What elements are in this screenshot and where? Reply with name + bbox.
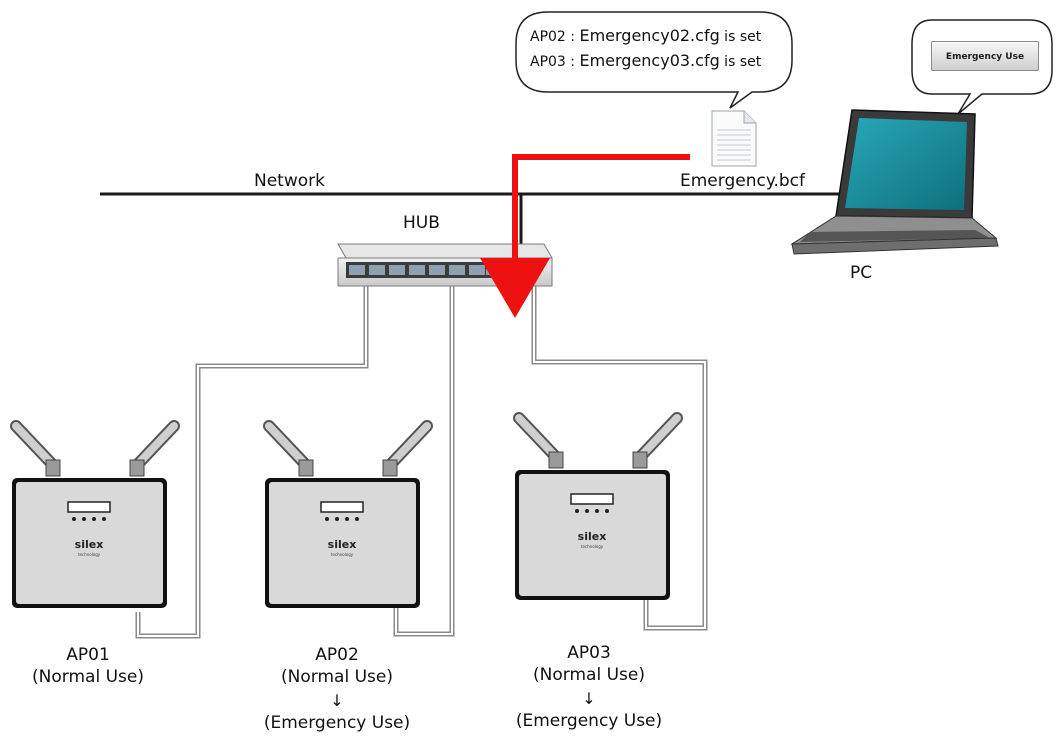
ap02-status: (Normal Use) — [281, 667, 393, 687]
ap03-status: (Normal Use) — [533, 665, 645, 685]
hub-label: HUB — [403, 213, 440, 233]
ap03-down-arrow: ↓ — [582, 689, 596, 708]
emergency-use-button[interactable]: Emergency Use — [931, 41, 1039, 71]
device-brand-sub: technology — [581, 544, 604, 549]
ap02-new-status: (Emergency Use) — [263, 713, 411, 733]
speech-bubble — [515, 11, 793, 109]
network-label: Network — [254, 171, 325, 191]
bubble-line-ap02: AP02 : Emergency02.cfg is set — [530, 26, 762, 45]
red-arrow — [480, 154, 690, 318]
antenna-icon — [632, 412, 683, 469]
antenna-icon — [10, 420, 61, 477]
antenna-icon — [129, 420, 180, 477]
device-brand-logo: silex — [578, 530, 607, 543]
ap02-down-arrow: ↓ — [330, 691, 344, 710]
ap01-name: AP01 — [66, 645, 110, 665]
ap03-new-status: (Emergency Use) — [515, 711, 663, 731]
file-label: Emergency.bcf — [680, 171, 805, 191]
device-brand-sub: technology — [331, 552, 354, 557]
device-brand-logo: silex — [328, 538, 357, 551]
file-icon — [711, 110, 757, 167]
ap03-name: AP03 — [567, 643, 611, 663]
pc-laptop — [790, 109, 999, 255]
antenna-icon — [382, 420, 433, 477]
bubble-text: AP02 : Emergency02.cfg is set AP03 : Eme… — [530, 24, 761, 74]
bubble-line-ap03: AP03 : Emergency03.cfg is set — [530, 51, 762, 70]
device-brand-sub: technology — [78, 552, 101, 557]
ap02-name: AP02 — [315, 645, 359, 665]
device-brand-logo: silex — [75, 538, 104, 551]
ap01-status: (Normal Use) — [32, 667, 144, 687]
pc-label: PC — [850, 263, 873, 283]
antenna-icon — [513, 412, 564, 469]
antenna-icon — [263, 420, 314, 477]
